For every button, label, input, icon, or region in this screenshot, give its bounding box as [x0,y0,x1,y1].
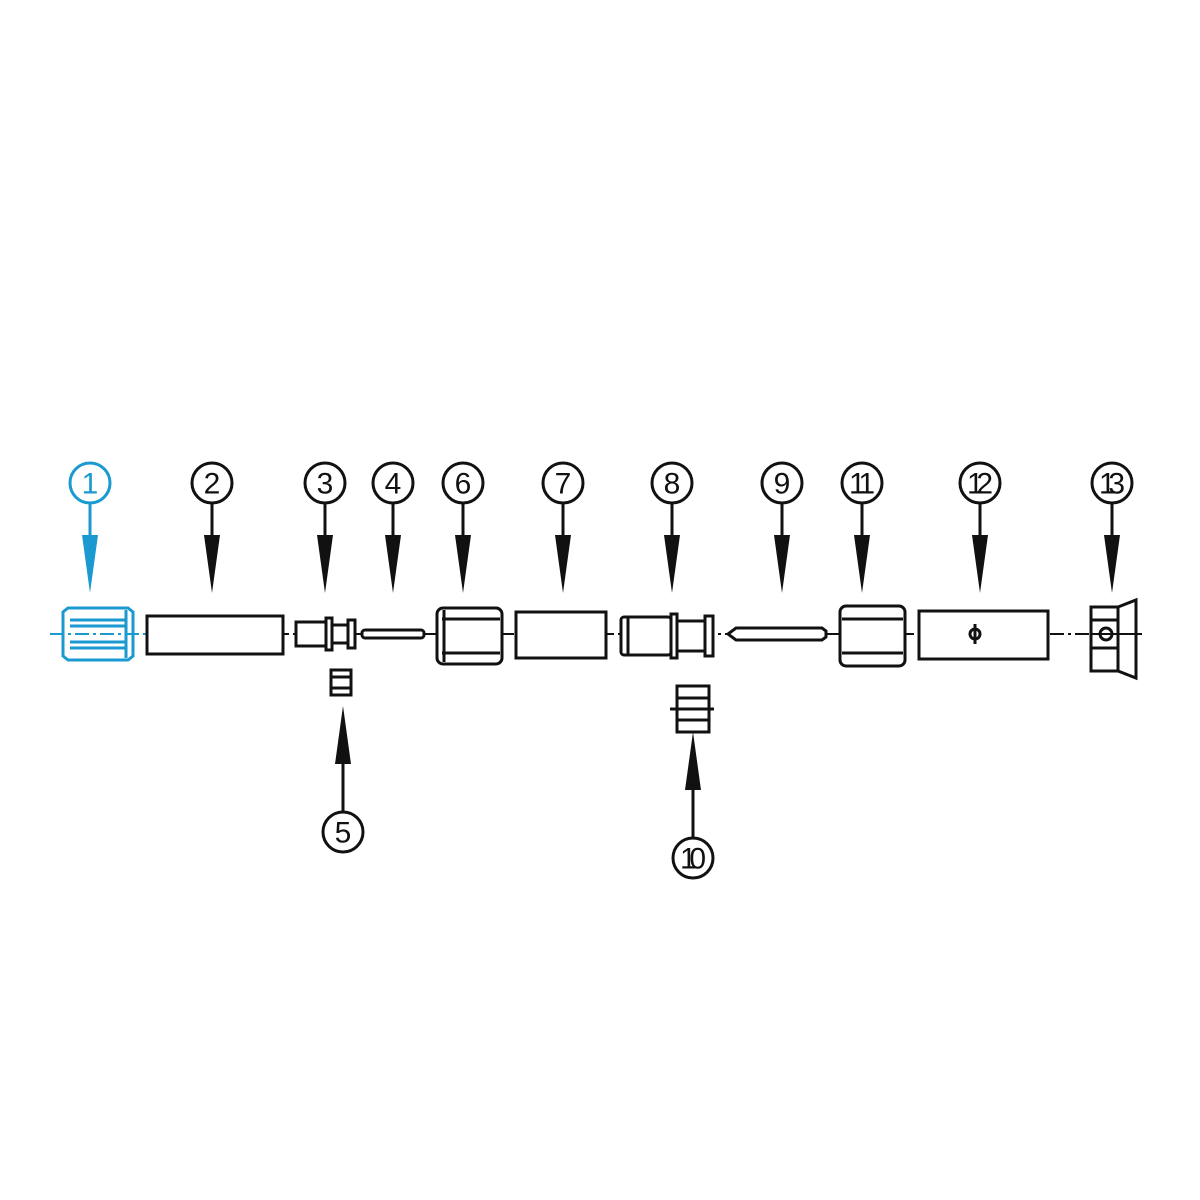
callout-number: 4 [385,468,402,501]
part-13-end-cap[interactable] [1089,597,1142,681]
arrowhead-icon [972,535,988,593]
callout-number: 12 [967,468,993,501]
part-11-nut[interactable] [838,604,907,668]
part-6-nut[interactable] [435,606,504,666]
callout-13[interactable]: 13 [1090,461,1134,593]
arrowhead-icon [555,535,571,593]
callout-number: 7 [555,468,572,501]
arrowhead-icon [82,535,98,593]
part-3-connector[interactable] [294,616,357,652]
callout-number: 5 [335,817,352,850]
callout-6[interactable]: 6 [441,461,485,593]
part-7-sleeve[interactable] [514,610,608,660]
part-4-pin[interactable] [360,628,426,640]
arrowhead-icon [854,535,870,593]
callout-number: 9 [774,468,791,501]
callout-number: 13 [1099,468,1125,501]
callout-2[interactable]: 2 [190,461,234,593]
callout-5[interactable]: 5 [321,706,365,854]
part-5-small-sleeve[interactable] [329,668,353,697]
callout-number: 2 [204,468,221,501]
callout-number: 3 [317,468,334,501]
part-9-pin[interactable] [725,626,828,642]
callout-8[interactable]: 8 [650,461,694,593]
arrowhead-icon [204,535,220,593]
callout-11[interactable]: 11 [840,461,884,593]
part-12-tube[interactable] [917,609,1050,661]
part-10-sleeve[interactable] [670,684,714,734]
callout-10[interactable]: 10 [671,732,715,880]
callout-number: 6 [455,468,472,501]
callout-number: 8 [664,468,681,501]
arrowhead-icon [664,535,680,593]
part-8-coupler[interactable] [619,612,715,660]
callout-4[interactable]: 4 [371,461,415,593]
callout-3[interactable]: 3 [303,461,347,593]
arrowhead-icon [774,535,790,593]
arrowhead-icon [685,732,701,790]
arrowhead-icon [385,535,401,593]
part-1-knurled-cap[interactable] [50,606,146,662]
callout-number: 1 [82,468,99,501]
callout-12[interactable]: 12 [958,461,1002,593]
callout-number: 11 [849,468,875,501]
arrowhead-icon [1104,535,1120,593]
callout-9[interactable]: 9 [760,461,804,593]
part-2-tube[interactable] [145,614,285,656]
arrowhead-icon [335,706,351,764]
arrowhead-icon [317,535,333,593]
arrowhead-icon [455,535,471,593]
callout-7[interactable]: 7 [541,461,585,593]
callout-1[interactable]: 1 [68,461,112,593]
callout-number: 10 [680,843,706,876]
